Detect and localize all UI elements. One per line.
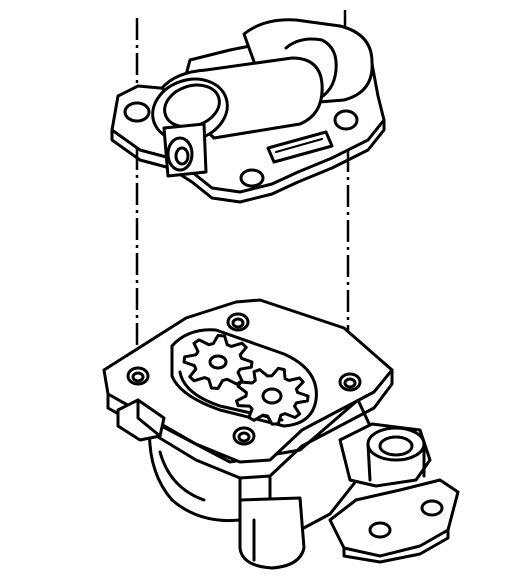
cover-bolt-hole-left (123, 101, 151, 123)
pump-cover (110, 18, 386, 204)
body-base-flange (328, 478, 460, 558)
body-base-hole-left (368, 521, 392, 539)
body-lower-nozzle (238, 496, 306, 570)
pump-body (102, 298, 460, 570)
cover-bolt-hole-front (239, 168, 265, 188)
driven-gear (235, 366, 310, 426)
body-base-hole-right (420, 499, 444, 517)
drive-gear (182, 334, 254, 390)
driven-gear-outline (235, 366, 310, 426)
body-lower-housing (148, 398, 374, 532)
cover-bolt-hole-right (333, 109, 359, 131)
cover-slot (266, 130, 334, 164)
drive-gear-outline (182, 334, 254, 390)
